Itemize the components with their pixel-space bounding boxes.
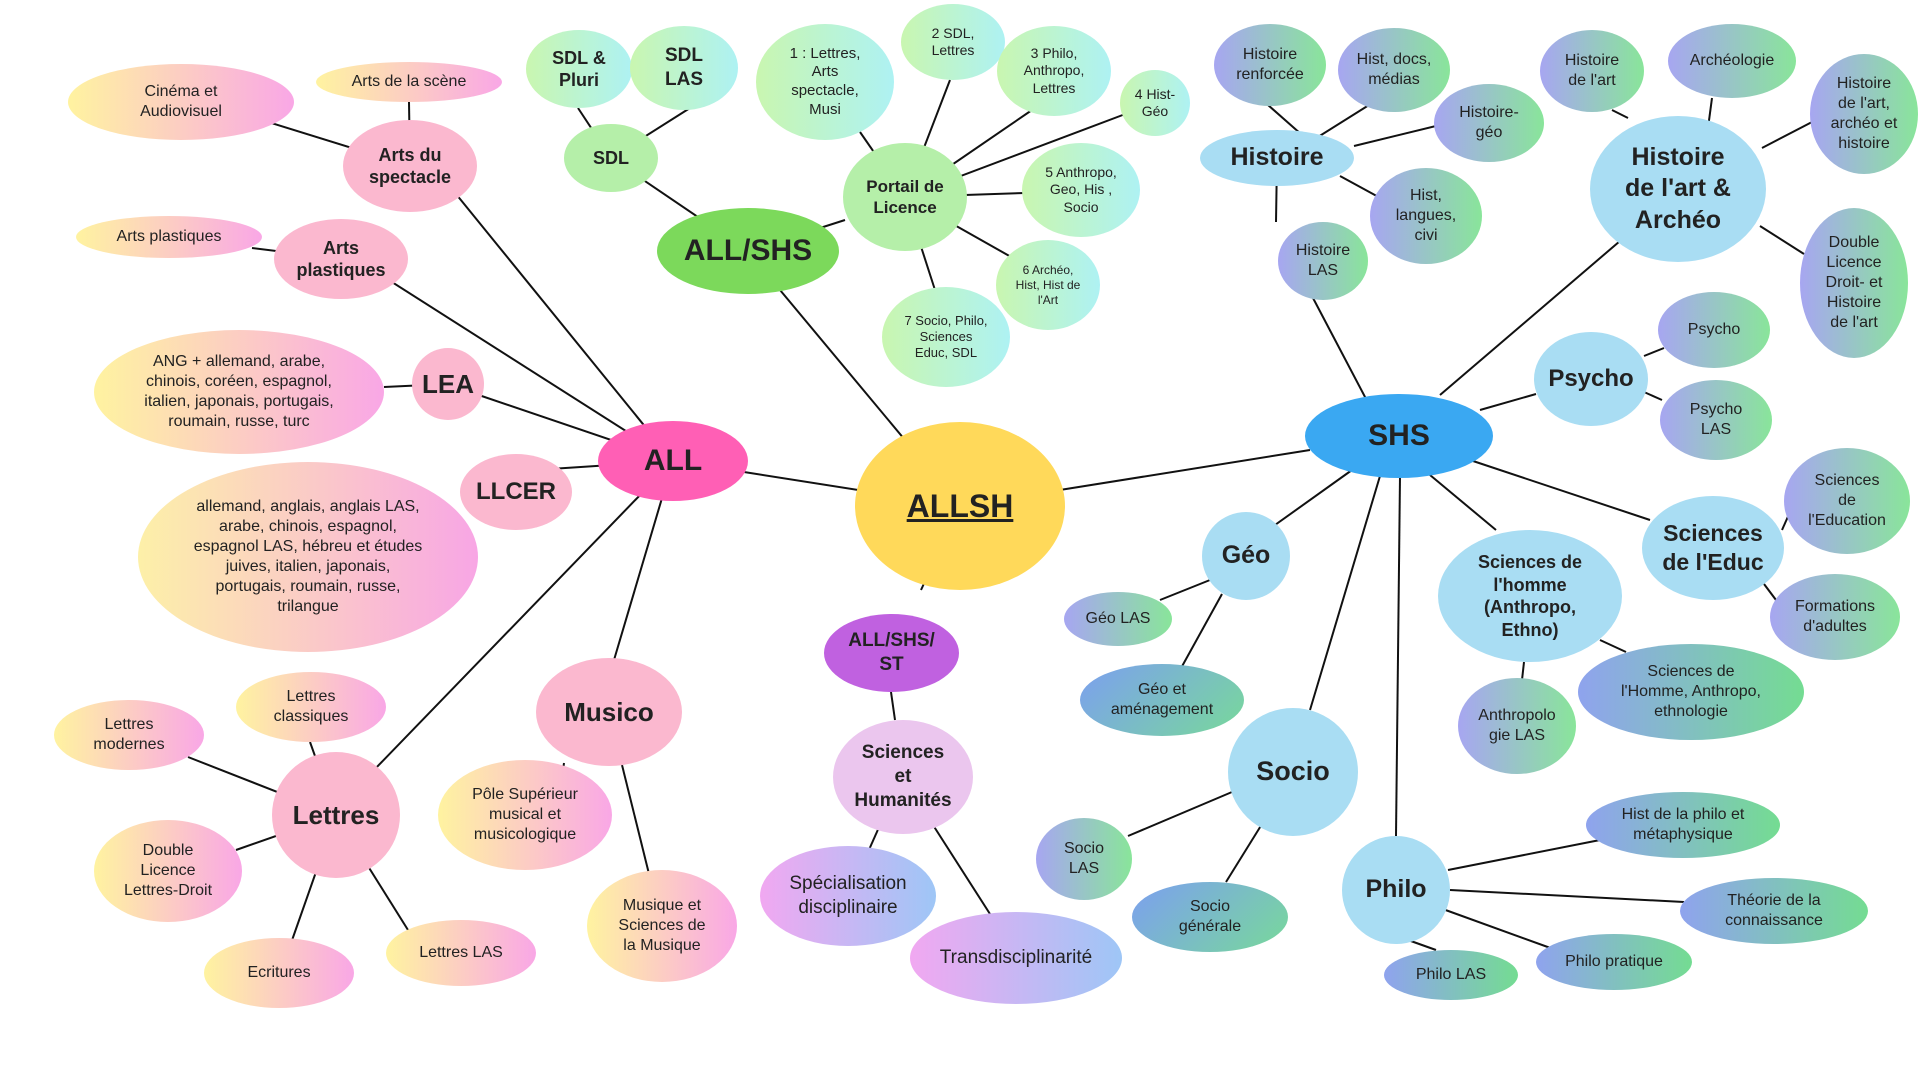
connector-line: [621, 764, 651, 879]
connector-line: [1407, 939, 1437, 951]
node-all[interactable]: ALL: [598, 421, 748, 501]
node-portail-4[interactable]: 4 Hist- Géo: [1120, 70, 1190, 136]
node-double-droit-art[interactable]: Double Licence Droit- et Histoire de l'a…: [1800, 208, 1908, 358]
connector-line: [890, 691, 896, 721]
node-allsh[interactable]: ALLSH: [855, 422, 1065, 590]
connector-line: [1225, 823, 1263, 883]
connector-line: [1447, 839, 1601, 871]
node-sciences-educ[interactable]: Sciences de l'Educ: [1642, 496, 1784, 600]
node-hist-langues-civi[interactable]: Hist, langues, civi: [1370, 168, 1482, 264]
node-portail-7[interactable]: 7 Socio, Philo, Sciences Educ, SDL: [882, 287, 1010, 387]
node-hist-docs-medias[interactable]: Hist, docs, médias: [1338, 28, 1450, 112]
node-pole-superieur[interactable]: Pôle Supérieur musical et musicologique: [438, 760, 612, 870]
connector-line: [1179, 593, 1223, 671]
node-sdl-las[interactable]: SDL LAS: [630, 26, 738, 110]
node-double-lettres-droit[interactable]: Double Licence Lettres-Droit: [94, 820, 242, 922]
connector-line: [373, 460, 674, 771]
connector-line: [1469, 459, 1651, 521]
node-sciences-homme[interactable]: Sciences de l'homme (Anthropo, Ethno): [1438, 530, 1622, 662]
node-musique-sciences[interactable]: Musique et Sciences de la Musique: [587, 870, 737, 982]
node-hist-art-archeo[interactable]: Histoire de l'art & Archéo: [1590, 116, 1766, 262]
node-all-shs[interactable]: ALL/SHS: [657, 208, 839, 294]
node-histoire-renforcee[interactable]: Histoire renforcée: [1214, 24, 1326, 106]
connector-line: [932, 824, 991, 915]
connector-line: [1429, 474, 1497, 531]
node-portail-3[interactable]: 3 Philo, Anthropo, Lettres: [997, 26, 1111, 116]
node-socio[interactable]: Socio: [1228, 708, 1358, 836]
node-portail-5[interactable]: 5 Anthropo, Geo, His , Socio: [1022, 143, 1140, 237]
node-socio-generale[interactable]: Socio générale: [1132, 882, 1288, 952]
node-portail-licence[interactable]: Portail de Licence: [843, 143, 967, 251]
node-formations-adultes[interactable]: Formations d'adultes: [1770, 574, 1900, 660]
node-psycho-las[interactable]: Psycho LAS: [1660, 380, 1772, 460]
node-arts-scene[interactable]: Arts de la scène: [316, 62, 502, 102]
connector-line: [1439, 240, 1621, 396]
node-lea[interactable]: LEA: [412, 348, 484, 420]
connector-line: [1643, 391, 1663, 401]
connector-line: [1395, 475, 1401, 837]
node-lettres-las[interactable]: Lettres LAS: [386, 920, 536, 986]
node-hist-philo[interactable]: Hist de la philo et métaphysique: [1586, 792, 1780, 858]
node-socio-las[interactable]: Socio LAS: [1036, 818, 1132, 900]
node-philo-las[interactable]: Philo LAS: [1384, 950, 1518, 1000]
node-histoire-las[interactable]: Histoire LAS: [1278, 222, 1368, 300]
node-sciences-homme-leaf[interactable]: Sciences de l'Homme, Anthropo, ethnologi…: [1578, 644, 1804, 740]
node-sciences-humanites[interactable]: Sciences et Humanités: [833, 720, 973, 834]
node-geo-amenagement[interactable]: Géo et aménagement: [1080, 664, 1244, 736]
connector-line: [442, 177, 674, 462]
connector-line: [1309, 475, 1381, 711]
node-all-shs-st[interactable]: ALL/SHS/ ST: [824, 614, 959, 692]
connector-line: [1439, 907, 1557, 951]
node-hist-art-archeo-hist[interactable]: Histoire de l'art, archéo et histoire: [1810, 54, 1918, 174]
connector-line: [1479, 393, 1537, 411]
node-arts-spectacle[interactable]: Arts du spectacle: [343, 120, 477, 212]
connector-line: [1267, 469, 1353, 531]
node-specialisation[interactable]: Spécialisation disciplinaire: [760, 846, 936, 946]
connector-line: [1763, 583, 1777, 601]
node-histoire-art[interactable]: Histoire de l'art: [1540, 30, 1644, 112]
node-geo[interactable]: Géo: [1202, 512, 1290, 600]
node-arts-plastiques-leaf[interactable]: Arts plastiques: [76, 216, 262, 258]
node-portail-1[interactable]: 1 : Lettres, Arts spectacle, Musi: [756, 24, 894, 140]
connector-line: [1449, 889, 1685, 903]
node-archeologie[interactable]: Archéologie: [1668, 24, 1796, 98]
connector-line: [1759, 225, 1805, 255]
node-histoire[interactable]: Histoire: [1200, 130, 1354, 186]
node-ecritures[interactable]: Ecritures: [204, 938, 354, 1008]
connector-line: [1127, 791, 1233, 837]
node-anthropologie-las[interactable]: Anthropolo gie LAS: [1458, 678, 1576, 774]
connector-line: [361, 262, 674, 462]
node-portail-6[interactable]: 6 Archéo, Hist, Hist de l'Art: [996, 240, 1100, 330]
node-philo[interactable]: Philo: [1342, 836, 1450, 944]
node-sdl[interactable]: SDL: [564, 124, 658, 192]
node-histoire-geo[interactable]: Histoire- géo: [1434, 84, 1544, 162]
connector-line: [1353, 125, 1437, 147]
node-arts-plastiques[interactable]: Arts plastiques: [274, 219, 408, 299]
node-musico[interactable]: Musico: [536, 658, 682, 766]
node-llcer[interactable]: LLCER: [460, 454, 572, 530]
node-cinema-audiovisuel[interactable]: Cinéma et Audiovisuel: [68, 64, 294, 140]
node-lea-langues[interactable]: ANG + allemand, arabe, chinois, coréen, …: [94, 330, 384, 454]
node-theorie-connaissance[interactable]: Théorie de la connaissance: [1680, 878, 1868, 944]
connector-line: [1761, 121, 1813, 149]
connector-line: [1521, 661, 1525, 681]
connector-line: [1643, 347, 1665, 357]
node-lettres-classiques[interactable]: Lettres classiques: [236, 672, 386, 742]
node-shs[interactable]: SHS: [1305, 394, 1493, 478]
node-transdisciplinarite[interactable]: Transdisciplinarité: [910, 912, 1122, 1004]
node-lettres[interactable]: Lettres: [272, 752, 400, 878]
node-psycho[interactable]: Psycho: [1534, 332, 1648, 426]
node-llcer-langues[interactable]: allemand, anglais, anglais LAS, arabe, c…: [138, 462, 478, 652]
node-portail-2[interactable]: 2 SDL, Lettres: [901, 4, 1005, 80]
node-sdl-pluri[interactable]: SDL & Pluri: [526, 30, 632, 108]
connector-line: [1611, 109, 1629, 119]
node-geo-las[interactable]: Géo LAS: [1064, 592, 1172, 646]
node-philo-pratique[interactable]: Philo pratique: [1536, 934, 1692, 990]
node-lettres-modernes[interactable]: Lettres modernes: [54, 700, 204, 770]
node-sciences-education[interactable]: Sciences de l'Education: [1784, 448, 1910, 554]
connector-line: [1599, 639, 1627, 653]
node-psycho-leaf[interactable]: Psycho: [1658, 292, 1770, 368]
